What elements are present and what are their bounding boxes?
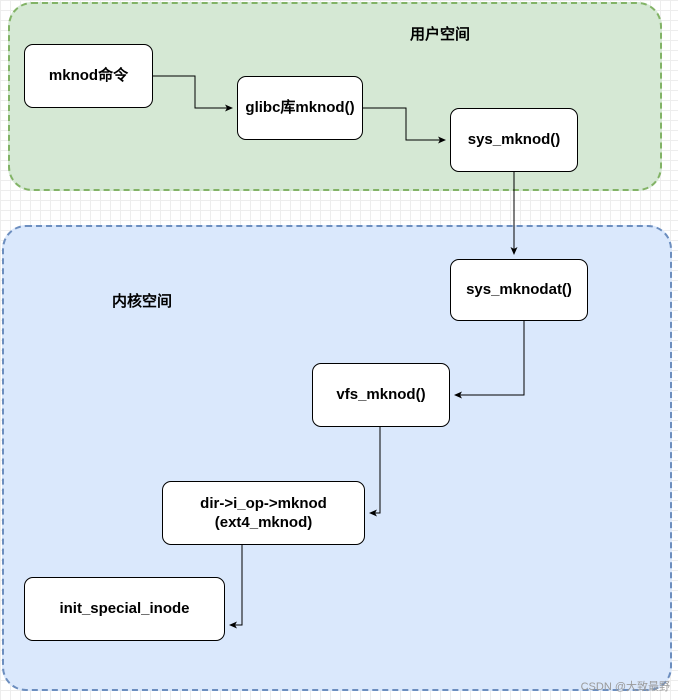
node-dir-iop-mknod: dir->i_op->mknod (ext4_mknod): [162, 481, 365, 545]
node-mknod-command: mknod命令: [24, 44, 153, 108]
node-glibc-mknod-label: glibc库mknod(): [245, 99, 355, 117]
edge-sys-mknodat-to-vfs: [454, 321, 525, 399]
kernel-space-label: 内核空间: [112, 293, 173, 310]
node-init-special-inode: init_special_inode: [24, 577, 225, 641]
user-space-label: 用户空间: [410, 26, 471, 43]
edge-glibc-to-sys-mknod: [363, 107, 446, 144]
node-dir-iop-mknod-line2: (ext4_mknod): [214, 514, 313, 531]
node-sys-mknodat: sys_mknodat(): [450, 259, 588, 321]
node-sys-mknodat-label: sys_mknodat(): [466, 281, 572, 299]
edge-vfs-to-dir-iop: [369, 427, 381, 517]
node-vfs-mknod: vfs_mknod(): [312, 363, 450, 427]
node-sys-mknod: sys_mknod(): [450, 108, 578, 172]
node-vfs-mknod-label: vfs_mknod(): [336, 386, 426, 404]
node-dir-iop-mknod-line1: dir->i_op->mknod: [200, 494, 327, 512]
node-init-special-inode-label: init_special_inode: [59, 600, 190, 618]
node-mknod-command-label: mknod命令: [48, 67, 129, 85]
edge-dir-iop-to-init-special: [229, 545, 243, 629]
node-glibc-mknod: glibc库mknod(): [237, 76, 363, 140]
edge-mknod-to-glibc: [153, 75, 233, 112]
node-sys-mknod-label: sys_mknod(): [467, 131, 561, 149]
watermark: CSDN @大致最野: [580, 681, 670, 693]
